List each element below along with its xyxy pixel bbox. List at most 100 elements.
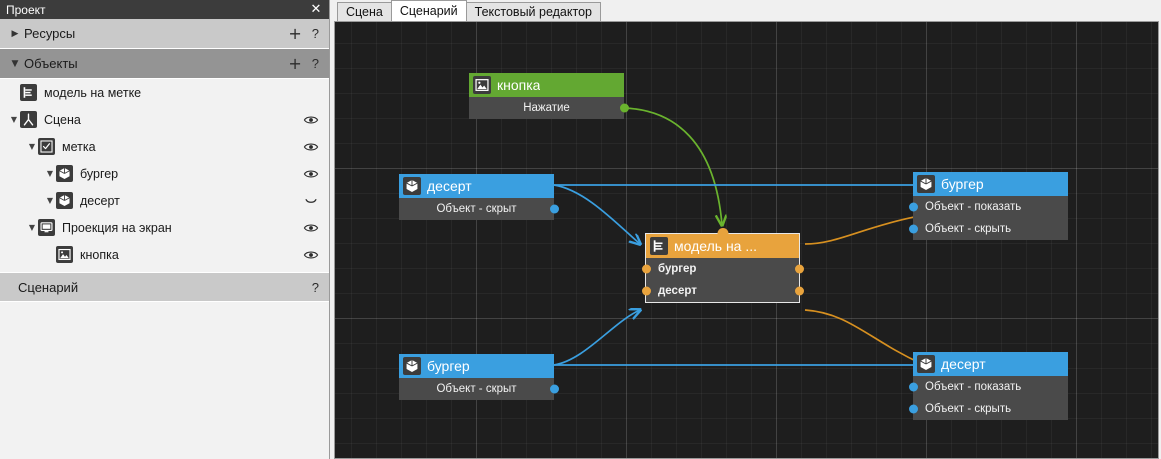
tree-item-3[interactable]: ▼ бургер (0, 160, 329, 187)
node-port-out[interactable] (794, 286, 804, 296)
node-row-0[interactable]: Объект - скрыт (399, 378, 559, 400)
marker-model-icon (650, 237, 668, 255)
cube-icon (403, 357, 421, 375)
eye-open-icon (303, 143, 319, 150)
help-objects-button[interactable]: ? (311, 56, 319, 71)
tree-item-label: бургер (80, 166, 119, 181)
tree-item-0[interactable]: модель на метке (0, 79, 329, 106)
node-header[interactable]: кнопка (469, 73, 624, 97)
tab-label: Сценарий (399, 4, 458, 18)
panel-title-text: Проект (6, 2, 46, 17)
eye-open-icon (303, 251, 319, 258)
close-icon[interactable]: ✕ (310, 2, 322, 17)
node-port-out[interactable] (619, 103, 629, 113)
node-port-in[interactable] (641, 286, 651, 296)
chevron-down-icon[interactable]: ▼ (10, 115, 18, 124)
section-header-scenario[interactable]: Сценарий ? (0, 272, 329, 302)
marker-icon (38, 138, 55, 155)
chevron-down-icon[interactable]: ▼ (46, 196, 54, 205)
section-label-scenario: Сценарий (18, 279, 79, 295)
tab-1[interactable]: Сценарий (390, 0, 467, 21)
node-title: десерт (941, 356, 986, 372)
node-port-out[interactable] (794, 264, 804, 274)
chevron-down-icon[interactable]: ▼ (11, 58, 19, 69)
node-port-in[interactable] (908, 404, 918, 414)
node-row-label: Объект - скрыть (925, 403, 1012, 415)
node-row-label: Объект - скрыть (925, 223, 1012, 235)
node-title: модель на ... (674, 238, 758, 254)
node-row-0[interactable]: Объект - показать (908, 376, 1068, 398)
node-port-in[interactable] (908, 224, 918, 234)
object-tree: модель на метке ▼ Сцена ▼ метка ▼ бургер ▼десер… (0, 79, 329, 268)
screen-icon (38, 219, 55, 236)
node-header[interactable]: бургер (913, 172, 1068, 196)
cube-icon (917, 175, 935, 193)
eye-open-icon (303, 170, 319, 177)
node-port-out[interactable] (549, 384, 559, 394)
node-row-1[interactable]: Объект - скрыть (908, 218, 1068, 240)
visibility-toggle-visible[interactable] (303, 220, 319, 236)
visibility-toggle-visible[interactable] (303, 166, 319, 182)
node-title: кнопка (497, 77, 541, 93)
tab-0[interactable]: Сцена (337, 2, 392, 21)
node-row-label: Объект - скрыт (436, 383, 517, 395)
node-port-in[interactable] (908, 382, 918, 392)
cube-icon (403, 177, 421, 195)
node-header[interactable]: десерт (399, 174, 554, 198)
tree-item-label: Проекция на экран (62, 220, 172, 235)
tree-item-label: метка (62, 139, 96, 154)
eye-open-icon (303, 224, 319, 231)
node-row-0[interactable]: Объект - скрыт (399, 198, 559, 220)
image-icon (56, 246, 73, 263)
node-header[interactable]: бургер (399, 354, 554, 378)
visibility-toggle-visible[interactable] (303, 139, 319, 155)
add-object-button[interactable]: + (288, 53, 302, 73)
help-resources-button[interactable]: ? (311, 26, 319, 41)
chevron-down-icon[interactable]: ▼ (46, 169, 54, 178)
node-row-label: Объект - скрыт (436, 203, 517, 215)
tree-item-1[interactable]: ▼ Сцена (0, 106, 329, 133)
tree-item-4[interactable]: ▼десерт (0, 187, 329, 214)
visibility-toggle-hidden[interactable] (303, 193, 319, 209)
tab-bar: Сцена Сценарий Текстовый редактор (330, 0, 1161, 21)
node-row-1[interactable]: десерт (641, 280, 804, 302)
add-resource-button[interactable]: + (288, 23, 302, 43)
node-port-in[interactable] (641, 264, 651, 274)
node-port-in[interactable] (908, 202, 918, 212)
node-row-0[interactable]: Объект - показать (908, 196, 1068, 218)
chevron-down-icon[interactable]: ▼ (28, 142, 36, 151)
section-label-resources: Ресурсы (24, 26, 76, 41)
visibility-toggle-visible[interactable] (303, 247, 319, 263)
node-port-out[interactable] (549, 204, 559, 214)
tree-item-5[interactable]: ▼ Проекция на экран (0, 214, 329, 241)
chevron-right-icon[interactable]: ▶ (11, 28, 19, 39)
node-header[interactable]: десерт (913, 352, 1068, 376)
tab-2[interactable]: Текстовый редактор (465, 2, 601, 21)
node-row-1[interactable]: Объект - скрыть (908, 398, 1068, 420)
project-panel: Проект ✕ ▶ Ресурсы + ? ▼ Объекты + ? мод… (0, 0, 330, 459)
node-port-top[interactable] (717, 228, 728, 239)
node-row-0[interactable]: бургер (641, 258, 804, 280)
node-row-label: Нажатие (523, 102, 570, 114)
scene-icon (20, 111, 37, 128)
section-header-resources[interactable]: ▶ Ресурсы + ? (0, 19, 329, 49)
tree-item-label: Сцена (44, 112, 81, 127)
node-row-0[interactable]: Нажатие (469, 97, 629, 119)
help-scenario-button[interactable]: ? (311, 279, 319, 295)
chevron-down-icon[interactable]: ▼ (28, 223, 36, 232)
section-header-objects[interactable]: ▼ Объекты + ? (0, 49, 329, 79)
tab-label: Сцена (346, 5, 383, 19)
tree-eye-placeholder (303, 85, 319, 101)
tree-item-6[interactable]: кнопка (0, 241, 329, 268)
visibility-toggle-visible[interactable] (303, 112, 319, 128)
tree-item-2[interactable]: ▼ метка (0, 133, 329, 160)
